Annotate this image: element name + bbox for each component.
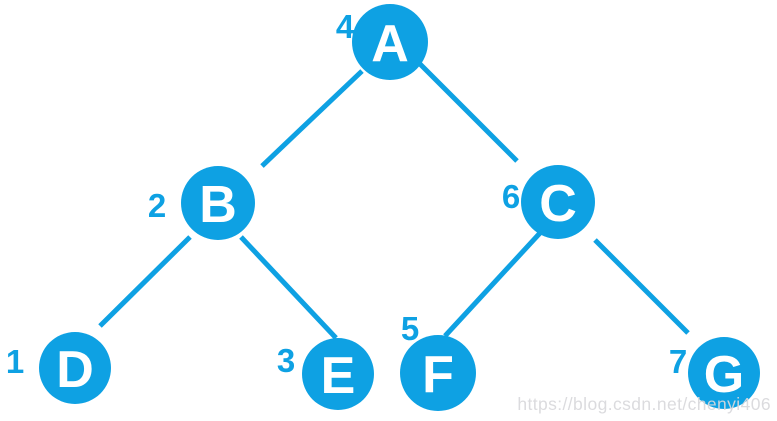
tree-node-D-label: D xyxy=(56,341,94,399)
watermark-url: https://blog.csdn.net/chenyi406 xyxy=(517,394,771,414)
tree-node-E-label: E xyxy=(321,347,356,405)
tree-node-F-label: F xyxy=(422,346,454,404)
tree-node-G-label: G xyxy=(704,346,744,404)
tree-node-D-order-number: 1 xyxy=(6,343,24,380)
tree-edge-C-F xyxy=(443,231,542,338)
tree-node-G-order-number: 7 xyxy=(669,343,687,380)
tree-node-F-circle xyxy=(400,335,476,411)
tree-node-C-circle xyxy=(521,165,595,239)
tree-node-A-label: A xyxy=(371,15,409,73)
tree-node-A-order-number: 4 xyxy=(336,8,355,45)
tree-node-G-circle xyxy=(688,337,760,409)
tree-node-C-order-number: 6 xyxy=(502,178,520,215)
tree-node-C-label: C xyxy=(539,175,577,233)
tree-node-E-circle xyxy=(302,338,374,410)
tree-edge-A-B xyxy=(260,69,364,168)
tree-edge-B-E xyxy=(239,235,338,340)
tree-node-B-label: B xyxy=(199,176,237,234)
tree-edge-B-D xyxy=(98,235,192,328)
tree-edge-C-G xyxy=(593,238,690,335)
tree-node-A-circle xyxy=(352,4,428,80)
tree-node-B-circle xyxy=(181,166,255,240)
tree-node-D-circle xyxy=(39,332,111,404)
tree-node-F-order-number: 5 xyxy=(401,310,419,347)
tree-node-E-order-number: 3 xyxy=(277,342,295,379)
tree-node-B-order-number: 2 xyxy=(148,187,166,224)
tree-edge-A-C xyxy=(418,62,519,163)
